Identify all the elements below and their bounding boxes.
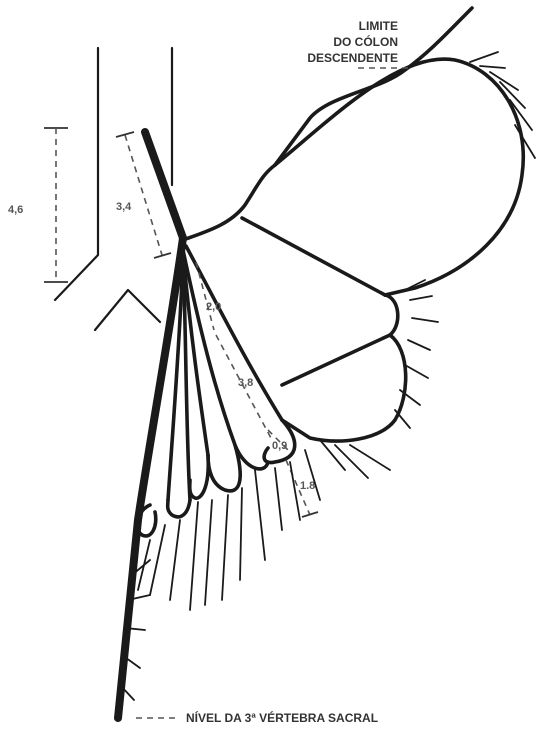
- branch-d-label: 1.8: [300, 480, 315, 492]
- branch-c-label: 0,9: [272, 440, 287, 452]
- trunk-length-label: 3,4: [116, 201, 132, 213]
- trunk-length-dimension: 3,4: [116, 132, 171, 258]
- aorta-length-dimension: 4,6: [8, 128, 68, 282]
- sacral-level-text: NÍVEL DA 3ª VÉRTEBRA SACRAL: [186, 710, 378, 725]
- colon-limit-line-3: DESCENDENTE: [307, 51, 398, 65]
- aorta-length-label: 4,6: [8, 204, 23, 216]
- sacral-level-label: NÍVEL DA 3ª VÉRTEBRA SACRAL: [136, 710, 378, 725]
- colon-limit-line-1: LIMITE: [359, 19, 398, 33]
- vasa-recta: [120, 52, 535, 700]
- aorta-outline: [55, 48, 172, 330]
- colon-limit-label: LIMITE DO CÓLON DESCENDENTE: [307, 19, 410, 68]
- colon-limit-line-2: DO CÓLON: [333, 34, 398, 49]
- branch-b-label: 3,8: [238, 377, 253, 389]
- branch-a-label: 2,0: [206, 301, 221, 313]
- colic-branches: [168, 8, 472, 500]
